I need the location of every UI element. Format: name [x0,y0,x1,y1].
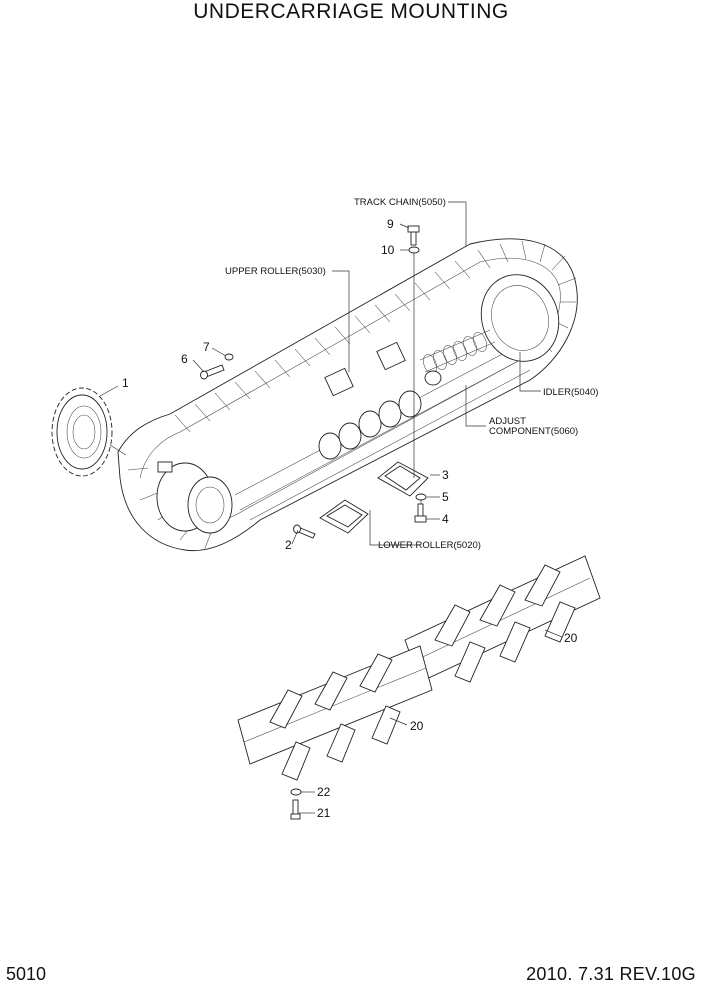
callout-9: 9 [387,217,394,231]
fastener-drawings [200,225,427,820]
page-code: 5010 [6,964,47,984]
label-idler: IDLER(5040) [543,387,598,398]
track-guard-drawings [237,555,601,781]
recoil-spring [419,329,496,374]
callout-2: 2 [285,538,292,552]
reference-labels: TRACK CHAIN(5050) UPPER ROLLER(5030) IDL… [225,197,598,551]
callout-6: 6 [181,352,188,366]
callout-20-upper: 20 [564,631,578,645]
label-upper-roller: UPPER ROLLER(5030) [225,266,326,277]
label-adjust-line2: COMPONENT(5060) [489,426,578,437]
page-title: UNDERCARRIAGE MOUNTING [193,0,509,23]
callout-1: 1 [122,376,129,390]
callout-7: 7 [203,340,210,354]
callout-22: 22 [317,785,331,799]
callout-20-lower: 20 [410,719,424,733]
leader-lines [99,201,563,814]
revision-date: 2010. 7.31 REV.10G [526,964,696,984]
callout-5: 5 [442,490,449,504]
callout-4: 4 [442,512,449,526]
callout-3: 3 [442,468,449,482]
track-chain-drawing [117,238,578,552]
callout-10: 10 [381,243,395,257]
label-track-chain: TRACK CHAIN(5050) [354,197,446,208]
callout-21: 21 [317,806,331,820]
lower-rollers [318,390,422,460]
track-shoe-lines [127,240,577,549]
label-lower-roller: LOWER ROLLER(5020) [378,540,481,551]
sprocket-drawing [51,387,113,477]
label-adjust-line1: ADJUST [489,416,526,427]
roller-guard-drawings [319,461,429,534]
callout-numbers: 1 2 3 4 5 6 7 9 10 20 20 21 22 [122,217,578,820]
